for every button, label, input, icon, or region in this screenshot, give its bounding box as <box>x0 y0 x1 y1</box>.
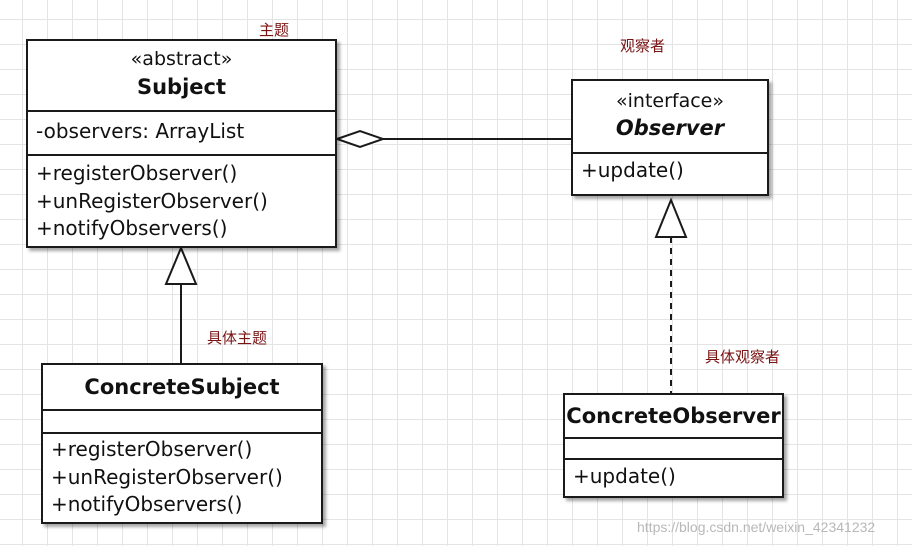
concrete-subject-method: +registerObserver() <box>51 437 253 461</box>
observer-stereotype: «interface» <box>616 90 724 112</box>
subject-header: «abstract» Subject <box>28 41 335 110</box>
watermark: https://blog.csdn.net/weixin_42341232 <box>637 519 876 535</box>
concrete-observer-attributes <box>565 437 782 458</box>
concrete-subject-label: 具体主题 <box>207 329 268 347</box>
concrete-observer-label: 具体观察者 <box>705 348 781 366</box>
aggregation-diamond <box>333 129 387 149</box>
subject-name: Subject <box>136 75 227 99</box>
concrete-subject-attributes <box>43 409 321 432</box>
concrete-observer-methods: +update() <box>565 458 782 491</box>
concrete-subject-method: +notifyObservers() <box>51 492 243 516</box>
concrete-subject-class[interactable]: ConcreteSubject +registerObserver() +unR… <box>41 363 323 524</box>
subject-method: +notifyObservers() <box>36 216 228 240</box>
subject-class[interactable]: «abstract» Subject -observers: ArrayList… <box>26 39 337 248</box>
observer-name: Observer <box>615 116 725 140</box>
concrete-subject-methods: +registerObserver() +unRegisterObserver(… <box>43 432 321 519</box>
observer-method: +update() <box>581 158 684 182</box>
concrete-observer-header: ConcreteObserver <box>565 395 782 437</box>
generalization-arrowhead <box>164 245 198 285</box>
concrete-observer-method: +update() <box>573 464 676 488</box>
concrete-observer-class[interactable]: ConcreteObserver +update() <box>563 393 784 498</box>
concrete-subject-method: +unRegisterObserver() <box>51 464 283 489</box>
subject-attribute: -observers: ArrayList <box>36 119 245 143</box>
subject-stereotype: «abstract» <box>130 48 233 70</box>
concrete-observer-name: ConcreteObserver <box>566 404 781 428</box>
concrete-subject-header: ConcreteSubject <box>43 365 321 409</box>
subject-attributes: -observers: ArrayList <box>28 110 335 154</box>
subject-method: +registerObserver() <box>36 161 238 185</box>
subject-method: +unRegisterObserver() <box>36 188 268 213</box>
concrete-subject-name: ConcreteSubject <box>84 375 280 399</box>
observer-label: 观察者 <box>620 37 666 55</box>
subject-label: 主题 <box>259 21 290 39</box>
observer-interface[interactable]: «interface» Observer +update() <box>571 79 769 196</box>
observer-header: «interface» Observer <box>573 81 767 152</box>
observer-methods: +update() <box>573 152 767 185</box>
subject-methods: +registerObserver() +unRegisterObserver(… <box>28 154 335 243</box>
realization-arrowhead <box>654 197 688 238</box>
